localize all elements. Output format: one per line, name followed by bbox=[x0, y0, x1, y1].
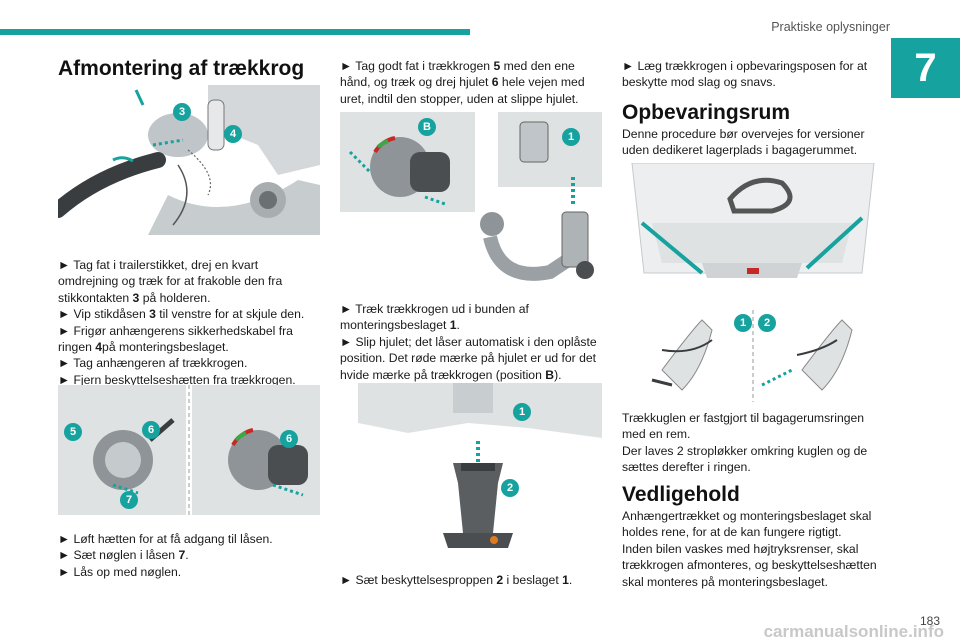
col3-text-block-2: Denne procedure bør overvejes for versio… bbox=[622, 126, 890, 159]
header-accent-bar bbox=[0, 29, 470, 35]
instruction-step: ► Vip stikdåsen 3 til venstre for at skj… bbox=[58, 307, 305, 322]
chapter-number-tab: 7 bbox=[891, 38, 960, 98]
col2-text-block-1: ► Tag godt fat i trækkrogen 5 med den en… bbox=[340, 58, 608, 107]
callout-badge-1: 1 bbox=[562, 128, 580, 146]
col1-text-block-1: ► Tag fat i trailerstikket, drej en kvar… bbox=[58, 257, 326, 388]
figure-strap-loops: 1 2 bbox=[622, 310, 884, 402]
col2-text-block-3: ► Sæt beskyttelsesproppen 2 i beslaget 1… bbox=[340, 572, 608, 588]
page-number: 183 bbox=[919, 614, 940, 628]
instruction-step: ► Tag anhængeren af trækkrogen. bbox=[58, 356, 248, 371]
watermark: carmanualsonline.info bbox=[763, 622, 944, 640]
instruction-step: ► Tag fat i trailerstikket, drej en kvar… bbox=[58, 258, 283, 305]
section-heading-storage: Opbevaringsrum bbox=[622, 101, 791, 124]
callout-badge-B: B bbox=[418, 118, 436, 136]
callout-badge-1: 1 bbox=[734, 314, 752, 332]
instruction-step: ► Tag godt fat i trækkrogen 5 med den en… bbox=[340, 59, 585, 106]
instruction-step: ► Fjern beskyttelseshætten fra trækkroge… bbox=[58, 372, 296, 387]
instruction-step: ► Læg trækkrogen i opbevaringsposen for … bbox=[622, 59, 868, 90]
instruction-step: ► Lås op med nøglen. bbox=[58, 564, 182, 579]
callout-badge-4: 4 bbox=[224, 125, 242, 143]
instruction-step: ► Slip hjulet; det låser automatisk i de… bbox=[340, 334, 597, 382]
section-heading-removal: Afmontering af trækkrog bbox=[58, 57, 305, 80]
figure-release-hook: B 1 bbox=[340, 112, 602, 292]
instruction-step: ► Sæt nøglen i låsen 7. bbox=[58, 548, 189, 563]
section-heading-maintenance: Vedligehold bbox=[622, 483, 740, 506]
callout-badge-2: 2 bbox=[758, 314, 776, 332]
callout-badge-7: 7 bbox=[120, 491, 138, 509]
figure-trailer-plug: 3 4 bbox=[58, 85, 320, 235]
col3-text-block-3: Trækkuglen er fastgjort til bagagerumsri… bbox=[622, 410, 890, 476]
chapter-title: Praktiske oplysninger bbox=[771, 20, 890, 34]
figure-trunk-ring bbox=[622, 163, 884, 303]
paragraph: Trækkuglen er fastgjort til bagagerumsri… bbox=[622, 411, 868, 475]
callout-badge-6b: 6 bbox=[280, 430, 298, 448]
paragraph: Anhængertrækket og monteringsbeslaget sk… bbox=[622, 509, 877, 589]
callout-badge-2: 2 bbox=[501, 479, 519, 497]
instruction-step: ► Løft hætten for at få adgang til låsen… bbox=[58, 532, 273, 546]
callout-badge-6: 6 bbox=[142, 421, 160, 439]
col1-text-block-2: ► Løft hætten for at få adgang til låsen… bbox=[58, 531, 326, 580]
figure-protective-plug: 1 2 bbox=[358, 383, 602, 558]
col2-text-block-2: ► Træk trækkrogen ud i bunden af monteri… bbox=[340, 301, 610, 383]
instruction-step: ► Sæt beskyttelsesproppen 2 i beslaget 1… bbox=[340, 573, 573, 587]
instruction-step: ► Frigør anhængerens sikkerhedskabel fra… bbox=[58, 323, 293, 355]
instruction-step: ► Træk trækkrogen ud i bunden af monteri… bbox=[340, 302, 529, 333]
callout-badge-3: 3 bbox=[173, 103, 191, 121]
figure-lock-cap: 5 6 7 6 bbox=[58, 385, 320, 515]
callout-badge-5: 5 bbox=[64, 423, 82, 441]
paragraph: Denne procedure bør overvejes for versio… bbox=[622, 127, 865, 158]
col3-text-block-4: Anhængertrækket og monteringsbeslaget sk… bbox=[622, 508, 890, 590]
callout-badge-1: 1 bbox=[513, 403, 531, 421]
col3-text-block-1: ► Læg trækkrogen i opbevaringsposen for … bbox=[622, 58, 890, 91]
